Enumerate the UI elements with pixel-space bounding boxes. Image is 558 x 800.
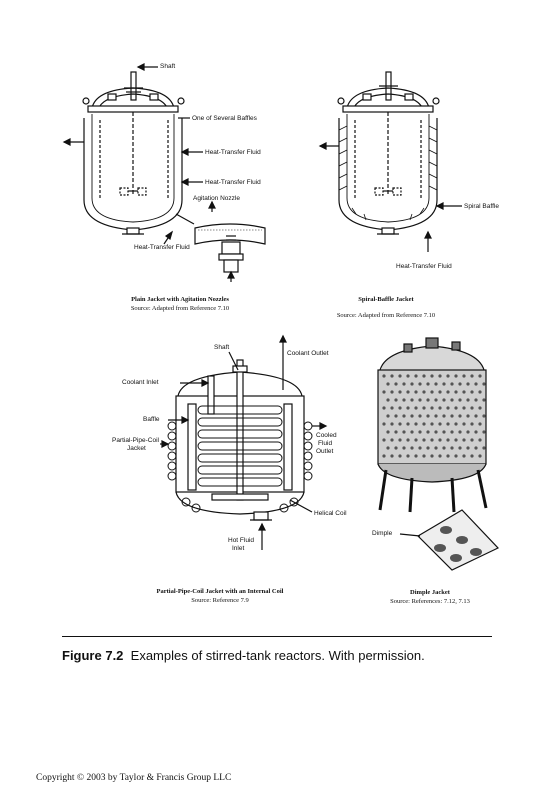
- figure-caption-text: Examples of stirred-tank reactors. With …: [130, 648, 425, 663]
- label-coolant-inlet: Coolant Inlet: [122, 379, 159, 386]
- caption-rule: [62, 636, 492, 637]
- spiral-baffle-vessel: [318, 71, 462, 252]
- panel-title-spiral: Spiral-Baffle Jacket: [358, 296, 414, 303]
- label-baffle: Baffle: [143, 416, 160, 423]
- figure-caption: Figure 7.2 Examples of stirred-tank reac…: [62, 648, 425, 663]
- dimple-jacket-vessel: [377, 337, 500, 571]
- label-helical-coil: Helical Coil: [314, 510, 347, 517]
- label-spiral-htf: Heat-Transfer Fluid: [396, 263, 452, 270]
- copyright-footer: Copyright © 2003 by Taylor & Francis Gro…: [36, 773, 232, 783]
- label-partial-pipe-coil-jacket: Jacket: [127, 445, 146, 452]
- label-agitation-nozzle: Agitation Nozzle: [193, 195, 240, 202]
- label-hot-fluid-inlet: Inlet: [232, 545, 245, 552]
- label-cooled: Cooled: [316, 432, 337, 439]
- label-shaft: Shaft: [160, 63, 176, 70]
- label-hot-fluid: Hot Fluid: [228, 537, 255, 544]
- label-baffles: One of Several Baffles: [192, 115, 257, 122]
- label-htf-1: Heat-Transfer Fluid: [205, 149, 261, 156]
- plain-jacket-vessel: [62, 63, 266, 282]
- label-htf-2: Heat-Transfer Fluid: [205, 179, 261, 186]
- label-partial-pipe-coil: Partial-Pipe-Coil: [112, 437, 159, 444]
- label-coil-shaft: Shaft: [214, 344, 230, 351]
- label-coolant-outlet: Coolant Outlet: [287, 350, 329, 357]
- label-dimple: Dimple: [372, 530, 393, 537]
- label-cooled-outlet: Outlet: [316, 448, 334, 455]
- panel-title-dimple: Dimple Jacket: [410, 589, 450, 596]
- panel-source-dimple: Source: References: 7.12, 7.13: [390, 598, 470, 605]
- label-htf-3: Heat-Transfer Fluid: [134, 244, 190, 251]
- panel-source-plain: Source: Adapted from Reference 7.10: [130, 305, 230, 312]
- panel-title-plain: Plain Jacket with Agitation Nozzles: [131, 296, 229, 303]
- figure-label: Figure 7.2: [62, 648, 124, 663]
- panel-title-coil: Partial-Pipe-Coil Jacket with an Interna…: [156, 588, 284, 595]
- label-cooled-fluid: Fluid: [318, 440, 333, 447]
- panel-source-coil: Source: Reference 7.9: [191, 597, 249, 604]
- panel-source-spiral: Source: Adapted from Reference 7.10: [336, 312, 436, 319]
- label-spiral-baffle: Spiral Baffle: [464, 203, 499, 210]
- pipe-coil-vessel: [160, 334, 328, 550]
